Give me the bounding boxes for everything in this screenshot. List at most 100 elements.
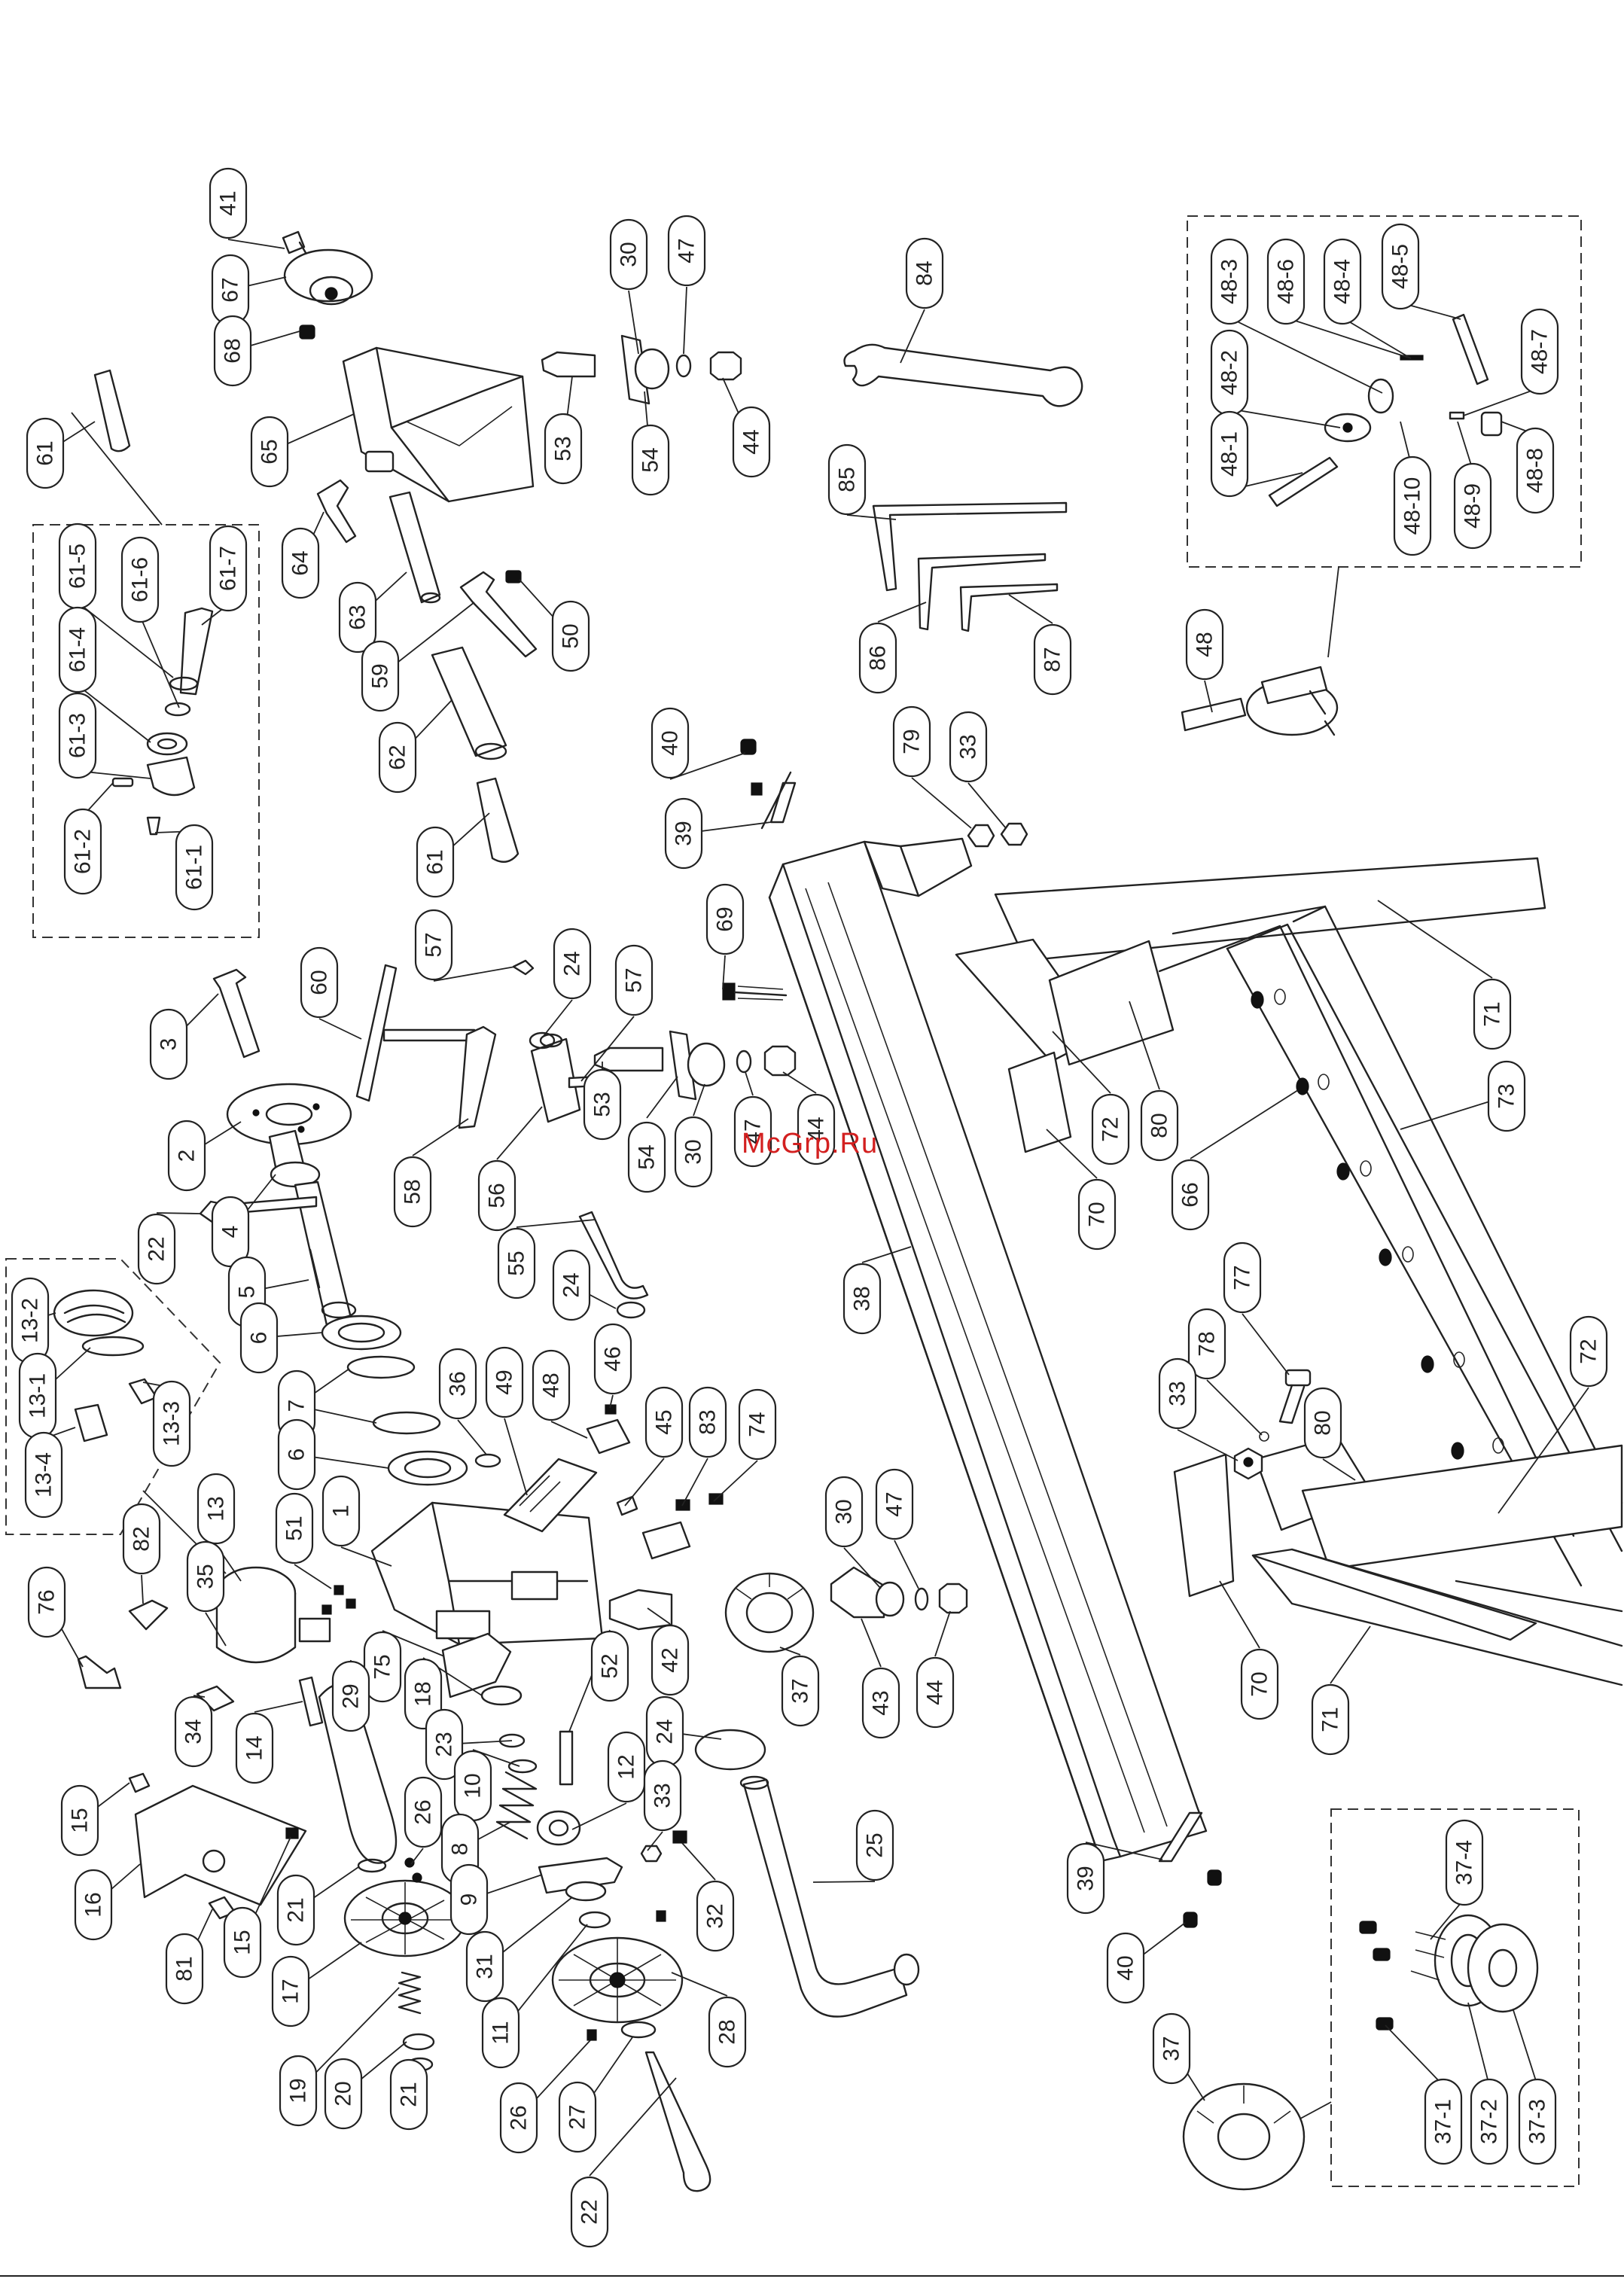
callout-pill bbox=[338, 581, 377, 653]
callout-24: 24 bbox=[552, 1249, 591, 1321]
pulley-28 bbox=[551, 1936, 684, 2024]
callout-17: 17 bbox=[271, 1955, 310, 2027]
callout-number: 86 bbox=[866, 645, 891, 670]
callout-52: 52 bbox=[590, 1630, 629, 1702]
callout-number: 21 bbox=[284, 1897, 309, 1922]
callout-60: 60 bbox=[300, 946, 339, 1019]
callout-67: 67 bbox=[211, 254, 250, 326]
callout-41: 41 bbox=[209, 167, 248, 239]
callout-pill bbox=[732, 406, 771, 478]
callout-number: 65 bbox=[257, 439, 282, 464]
watermark-text: McGrp.Ru bbox=[742, 1128, 879, 1159]
washer-27 bbox=[620, 2021, 657, 2039]
callout-pill bbox=[583, 1068, 622, 1141]
callout-14: 14 bbox=[235, 1712, 274, 1784]
callout-number: 24 bbox=[560, 951, 585, 976]
callout-59: 59 bbox=[361, 640, 400, 712]
callout-number: 15 bbox=[68, 1808, 93, 1832]
callout-number: 61-7 bbox=[216, 546, 241, 591]
callout-pill bbox=[1393, 455, 1432, 556]
callout-82: 82 bbox=[122, 1503, 161, 1575]
callout-number: 37 bbox=[1159, 2036, 1184, 2061]
ring-11 bbox=[578, 1911, 611, 1929]
callout-pill bbox=[477, 1159, 516, 1232]
detail-box-48 bbox=[1187, 215, 1582, 568]
detail-48-parts bbox=[1268, 313, 1503, 507]
bracket-9 bbox=[538, 1857, 623, 1894]
callout-pill bbox=[667, 215, 706, 287]
bolt-77 bbox=[1233, 1369, 1312, 1480]
motor-13 bbox=[215, 1566, 331, 1664]
callout-number: 49 bbox=[492, 1369, 517, 1394]
callout-number: 47 bbox=[675, 238, 699, 263]
callout-37-2: 37-2 bbox=[1470, 2078, 1509, 2165]
callout-number: 61-1 bbox=[182, 845, 207, 890]
callout-number: 48 bbox=[539, 1372, 564, 1397]
callout-number: 39 bbox=[672, 821, 696, 845]
callout-33: 33 bbox=[1158, 1357, 1197, 1430]
callout-44: 44 bbox=[732, 406, 771, 478]
callout-83: 83 bbox=[688, 1386, 727, 1458]
callout-61-6: 61-6 bbox=[120, 536, 160, 623]
callout-61-7: 61-7 bbox=[209, 525, 248, 612]
callout-number: 71 bbox=[1480, 1001, 1505, 1026]
frame-holes bbox=[1251, 989, 1504, 1460]
callout-pill bbox=[1569, 1315, 1608, 1388]
callout-43: 43 bbox=[861, 1667, 900, 1739]
callout-number: 40 bbox=[658, 730, 683, 755]
callout-number: 61 bbox=[423, 849, 448, 874]
detail-box-37 bbox=[1330, 1808, 1580, 2187]
callout-48-6: 48-6 bbox=[1266, 238, 1306, 325]
callout-54: 54 bbox=[627, 1121, 666, 1193]
callout-23: 23 bbox=[425, 1708, 464, 1781]
callout-pill bbox=[60, 1784, 99, 1857]
callout-pill bbox=[74, 1869, 113, 1941]
hex-key-86 bbox=[917, 553, 1047, 631]
callout-pill bbox=[1077, 1178, 1117, 1251]
callout-number: 4 bbox=[218, 1226, 243, 1238]
callout-pill bbox=[497, 1227, 536, 1299]
callout-pill bbox=[651, 707, 690, 779]
callout-number: 79 bbox=[900, 729, 925, 754]
callout-number: 84 bbox=[913, 260, 937, 285]
small-parts-housing bbox=[321, 1404, 724, 1615]
callout-65: 65 bbox=[250, 416, 289, 488]
callout-number: 61-2 bbox=[71, 829, 96, 874]
callout-pill bbox=[324, 2058, 363, 2130]
callout-number: 33 bbox=[1165, 1381, 1190, 1406]
hex-key-85 bbox=[872, 501, 1068, 592]
callout-pill bbox=[1518, 2078, 1557, 2165]
callout-64: 64 bbox=[281, 527, 320, 599]
callout-pill bbox=[607, 1731, 646, 1803]
detail-box-61 bbox=[32, 524, 260, 938]
callout-number: 53 bbox=[590, 1092, 615, 1117]
bearing-31 bbox=[565, 1881, 607, 1902]
callout-4: 4 bbox=[211, 1196, 250, 1268]
callout-number: 15 bbox=[230, 1930, 255, 1954]
callout-85: 85 bbox=[827, 443, 867, 516]
callout-6: 6 bbox=[277, 1418, 316, 1491]
callout-pill bbox=[389, 2058, 428, 2131]
callout-pill bbox=[404, 1658, 443, 1730]
callout-61-1: 61-1 bbox=[175, 824, 214, 911]
callout-number: 69 bbox=[713, 906, 738, 931]
callout-number: 28 bbox=[715, 2019, 740, 2044]
callout-pill bbox=[1033, 623, 1072, 696]
callout-pill bbox=[271, 1955, 310, 2027]
callout-81: 81 bbox=[165, 1933, 204, 2005]
callout-pill bbox=[281, 527, 320, 599]
sleeve-62 bbox=[431, 646, 507, 757]
callout-48-5: 48-5 bbox=[1381, 223, 1420, 310]
callout-pill bbox=[688, 1386, 727, 1458]
callout-pill bbox=[855, 1809, 894, 1881]
callout-13-4: 13-4 bbox=[24, 1431, 63, 1519]
callout-18: 18 bbox=[404, 1658, 443, 1730]
callout-pill bbox=[824, 1476, 864, 1548]
callout-48: 48 bbox=[1185, 608, 1224, 681]
callout-73: 73 bbox=[1487, 1060, 1526, 1132]
callout-49: 49 bbox=[485, 1346, 524, 1418]
callout-26: 26 bbox=[404, 1776, 443, 1848]
shaft-63 bbox=[388, 491, 441, 604]
callout-number: 55 bbox=[504, 1251, 529, 1275]
callout-62: 62 bbox=[378, 721, 417, 794]
